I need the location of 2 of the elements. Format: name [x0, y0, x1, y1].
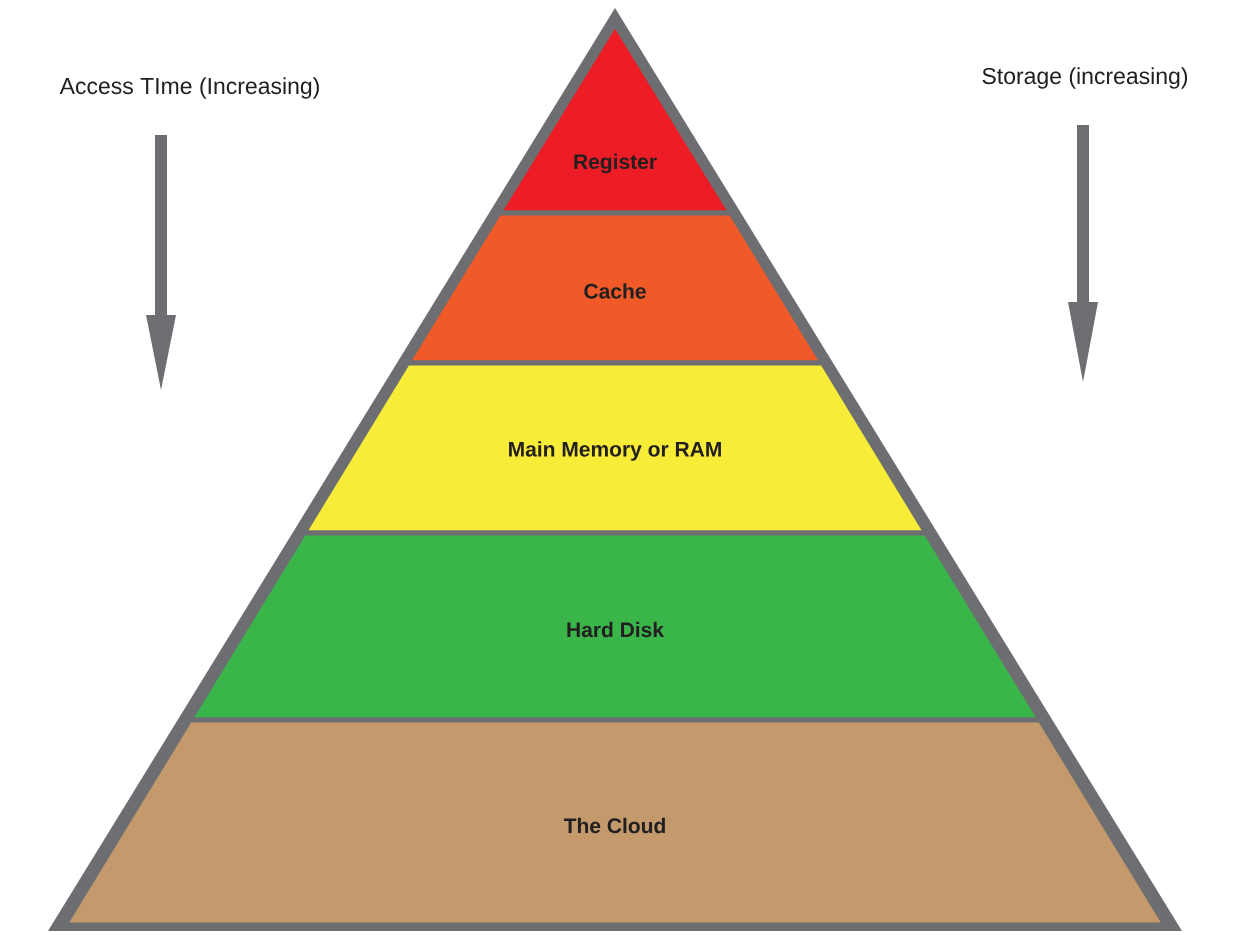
axis-label: Storage (increasing)	[982, 67, 1188, 89]
axis-label: Access TIme (Increasing)	[59, 77, 319, 99]
